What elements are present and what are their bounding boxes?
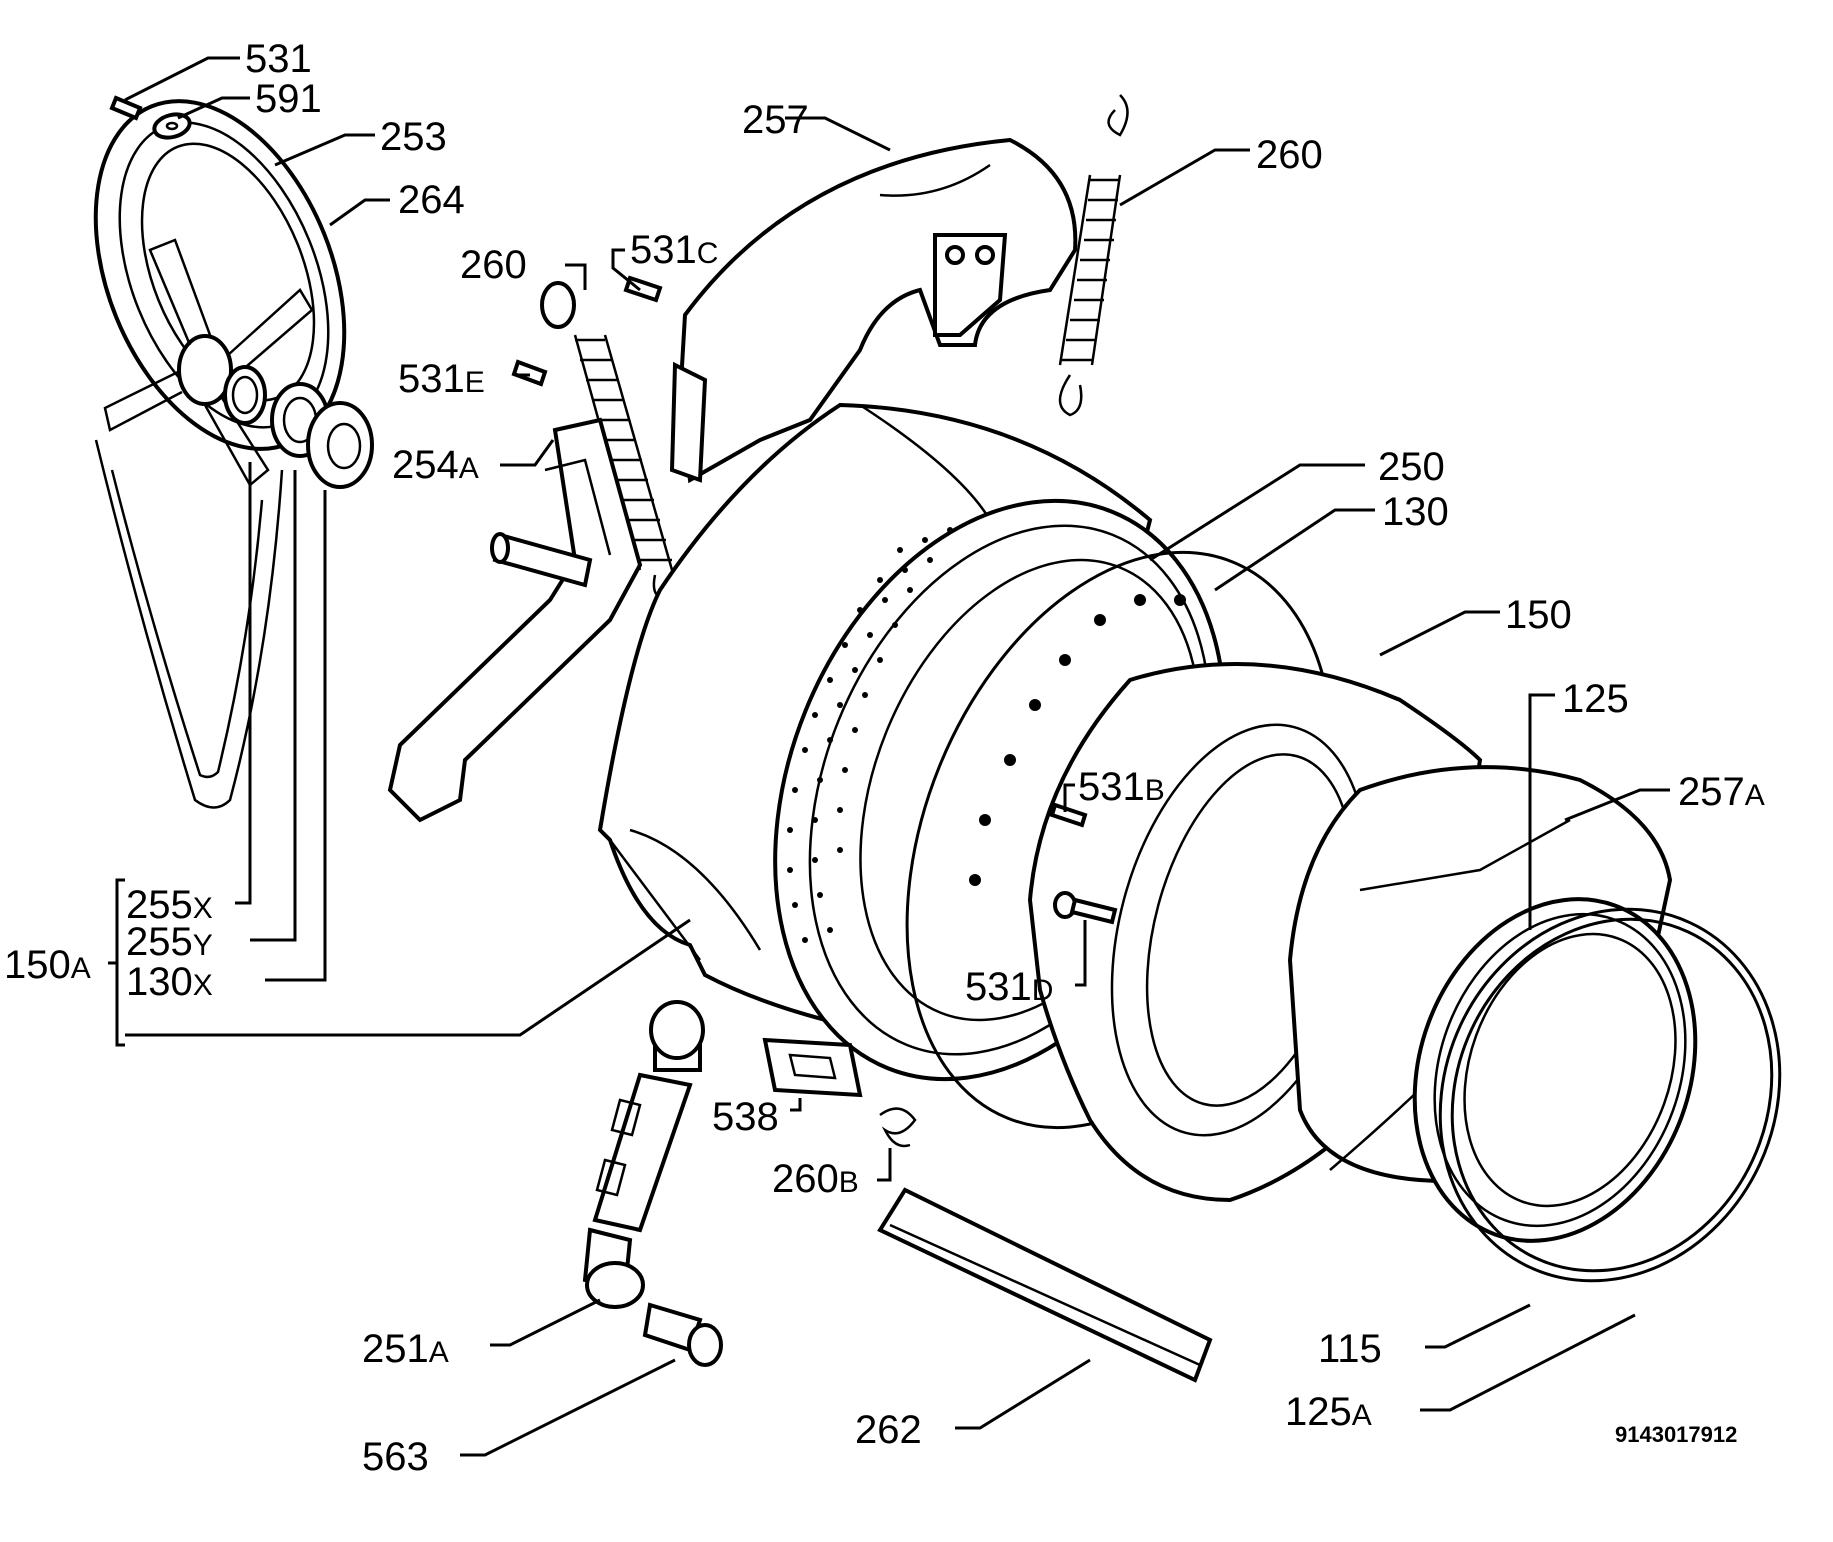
screw-531c-part [623, 275, 663, 303]
label-531d-suffix: D [1032, 974, 1054, 1007]
label-257a-suffix: A [1745, 779, 1765, 812]
label-531b-suffix: B [1145, 774, 1165, 807]
label-257a: 257A [1678, 770, 1765, 814]
rib-part [877, 1187, 1213, 1383]
label-150a: 150A [4, 943, 91, 987]
label-125a: 125A [1285, 1390, 1372, 1434]
label-255y: 255Y [126, 920, 213, 964]
label-251a-number: 251 [362, 1327, 429, 1371]
bearing-rings-part [223, 365, 374, 489]
bolt-563-part [642, 1302, 723, 1367]
label-250: 250 [1378, 445, 1445, 489]
label-531e-number: 531 [398, 357, 465, 401]
label-150: 150 [1505, 593, 1572, 637]
label-260b-suffix: B [839, 1166, 859, 1199]
label-531: 531 [245, 37, 312, 81]
spring-right-part [1058, 94, 1129, 417]
label-257: 257 [742, 98, 809, 142]
bracket-part [387, 417, 643, 823]
label-255y-suffix: Y [193, 929, 213, 962]
label-125a-number: 125 [1285, 1390, 1352, 1434]
label-130x-number: 130 [126, 960, 193, 1004]
label-531e-suffix: E [465, 366, 485, 399]
label-531b: 531B [1078, 765, 1165, 809]
shock-absorber-part [582, 1000, 705, 1309]
label-251a: 251A [362, 1327, 449, 1371]
bolt-531d-part [1053, 891, 1118, 925]
label-260b: 260B [772, 1157, 859, 1201]
label-563: 563 [362, 1435, 429, 1479]
label-125a-suffix: A [1352, 1399, 1372, 1432]
screw-531e-part [511, 359, 548, 387]
label-254a: 254A [392, 443, 479, 487]
callout-labels: 531 591 253 264 257 260 260 531C 531E 25… [4, 37, 1765, 1479]
label-130x: 130X [126, 960, 213, 1004]
label-531e: 531E [398, 357, 485, 401]
leader-lines [108, 56, 1670, 1457]
label-531d-number: 531 [965, 965, 1032, 1009]
label-253: 253 [380, 115, 447, 159]
label-255y-number: 255 [126, 920, 193, 964]
label-531b-number: 531 [1078, 765, 1145, 809]
label-531c: 531C [630, 228, 718, 272]
label-260-mid: 260 [460, 243, 527, 287]
label-130: 130 [1382, 490, 1449, 534]
label-130x-suffix: X [193, 969, 213, 1002]
bolt-531b-part [1049, 802, 1088, 828]
label-255x-suffix: X [193, 892, 213, 925]
label-255x: 255X [126, 883, 213, 927]
label-262: 262 [855, 1408, 922, 1452]
label-264: 264 [398, 178, 465, 222]
label-531c-number: 531 [630, 228, 697, 272]
label-254a-number: 254 [392, 443, 459, 487]
label-257a-number: 257 [1678, 770, 1745, 814]
screw-washer-part [109, 95, 192, 140]
label-254a-suffix: A [459, 452, 479, 485]
label-255x-number: 255 [126, 883, 193, 927]
label-538: 538 [712, 1095, 779, 1139]
spring-left-part [540, 281, 674, 600]
label-251a-suffix: A [429, 1336, 449, 1369]
clamp-ring-part [1438, 907, 1782, 1283]
label-150a-number: 150 [4, 943, 71, 987]
clip-538-part [762, 1037, 863, 1098]
label-591: 591 [255, 77, 322, 121]
clip-260b-part [879, 1107, 917, 1148]
label-150a-suffix: A [71, 952, 91, 985]
gasket-130-part [905, 550, 1335, 1130]
label-531d: 531D [965, 965, 1053, 1009]
counterweight-top-part [669, 137, 1078, 484]
label-260b-number: 260 [772, 1157, 839, 1201]
label-260-top: 260 [1256, 133, 1323, 177]
diagram-code: 9143017912 [1615, 1422, 1737, 1447]
label-125: 125 [1562, 677, 1629, 721]
pulley-part [93, 99, 347, 809]
label-115: 115 [1318, 1327, 1382, 1371]
label-531c-suffix: C [697, 237, 719, 270]
